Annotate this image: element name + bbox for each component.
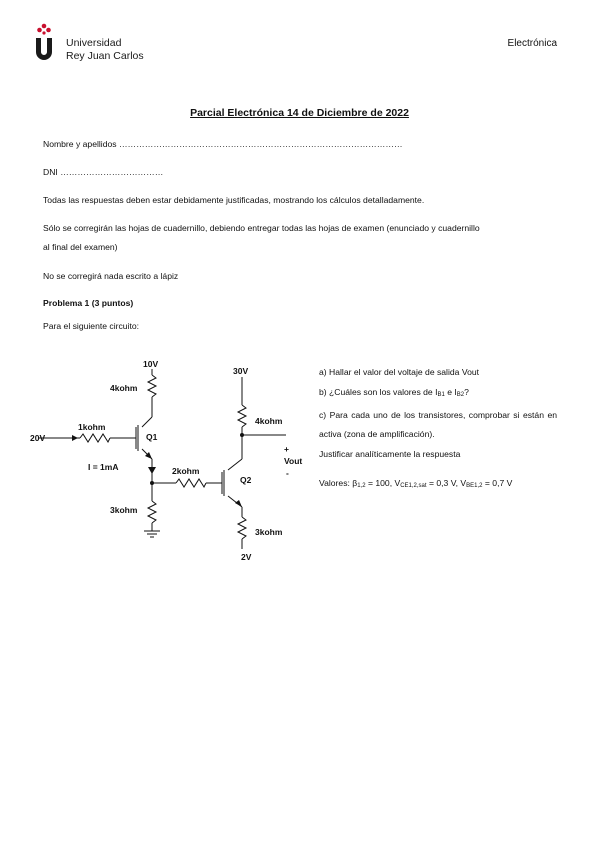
v20-label: 20V: [30, 433, 45, 443]
values-sub3: BE1,2: [466, 483, 483, 489]
question-b-sub1: B1: [437, 392, 445, 398]
question-b-text: b) ¿Cuáles son los valores de I: [319, 387, 438, 397]
q2-label: Q2: [240, 475, 252, 485]
question-b-sub2: B2: [456, 392, 465, 398]
university-line2: Rey Juan Carlos: [66, 50, 144, 62]
crown-icon: [37, 23, 51, 35]
r4k-left-label: 4kohm: [110, 383, 138, 393]
r3k-right-label: 3kohm: [255, 527, 283, 537]
values-mid1: = 100, V: [365, 478, 401, 488]
r2k-label: 2kohm: [172, 466, 200, 476]
question-c: c) Para cada uno de los transistores, co…: [319, 410, 557, 439]
values-mid2: = 0,3 V, V: [426, 478, 467, 488]
instruction-justify: Todas las respuestas deben estar debidam…: [43, 195, 425, 205]
values-line: Valores: β1,2 = 100, VCE1,2,sat = 0,3 V,…: [319, 478, 512, 489]
subject-label: Electrónica: [507, 38, 557, 49]
dni-field: DNI ………………………………: [43, 167, 164, 177]
current-label: I = 1mA: [88, 462, 118, 472]
r4k-right-label: 4kohm: [255, 416, 283, 426]
university-name: Universidad Rey Juan Carlos: [66, 37, 144, 63]
q1-label: Q1: [146, 432, 158, 442]
university-line1: Universidad: [66, 37, 122, 49]
circuit-diagram: 10V 4kohm 1kohm 20V Q1 I = 1mA 2kohm 3ko…: [30, 359, 302, 562]
question-b-end: ?: [464, 387, 469, 397]
name-field: Nombre y apellidos …………………………………………………………: [43, 139, 403, 149]
v10-label: 10V: [143, 359, 158, 369]
instruction-booklet-line1: Sólo se corregirán las hojas de cuaderni…: [43, 223, 480, 233]
r3k-left-label: 3kohm: [110, 505, 138, 515]
values-end: = 0,7 V: [482, 478, 513, 488]
values-text: Valores: β: [319, 478, 358, 488]
values-sub1: 1,2: [357, 483, 366, 489]
r1k-label: 1kohm: [78, 422, 106, 432]
instruction-pencil: No se corregirá nada escrito a lápiz: [43, 271, 179, 281]
vout-label: Vout: [284, 456, 302, 466]
justify-note: Justificar analíticamente la respuesta: [319, 449, 461, 459]
exam-title: Parcial Electrónica 14 de Diciembre de 2…: [190, 107, 409, 119]
v2-label: 2V: [241, 552, 252, 562]
plus-label: +: [284, 444, 289, 454]
values-sub2: CE1,2,sat: [400, 483, 427, 489]
instruction-booklet-line2: al final del examen): [43, 242, 118, 252]
question-a: a) Hallar el valor del voltaje de salida…: [319, 367, 480, 377]
u-letter-icon: [36, 38, 52, 60]
question-b: b) ¿Cuáles son los valores de IB1 e IB2?: [319, 387, 469, 398]
minus-label: -: [286, 468, 289, 478]
question-b-mid: e I: [444, 387, 457, 397]
university-logo: [36, 23, 52, 60]
problem-heading: Problema 1 (3 puntos): [43, 298, 134, 308]
v30-label: 30V: [233, 366, 248, 376]
problem-intro: Para el siguiente circuito:: [43, 321, 140, 331]
